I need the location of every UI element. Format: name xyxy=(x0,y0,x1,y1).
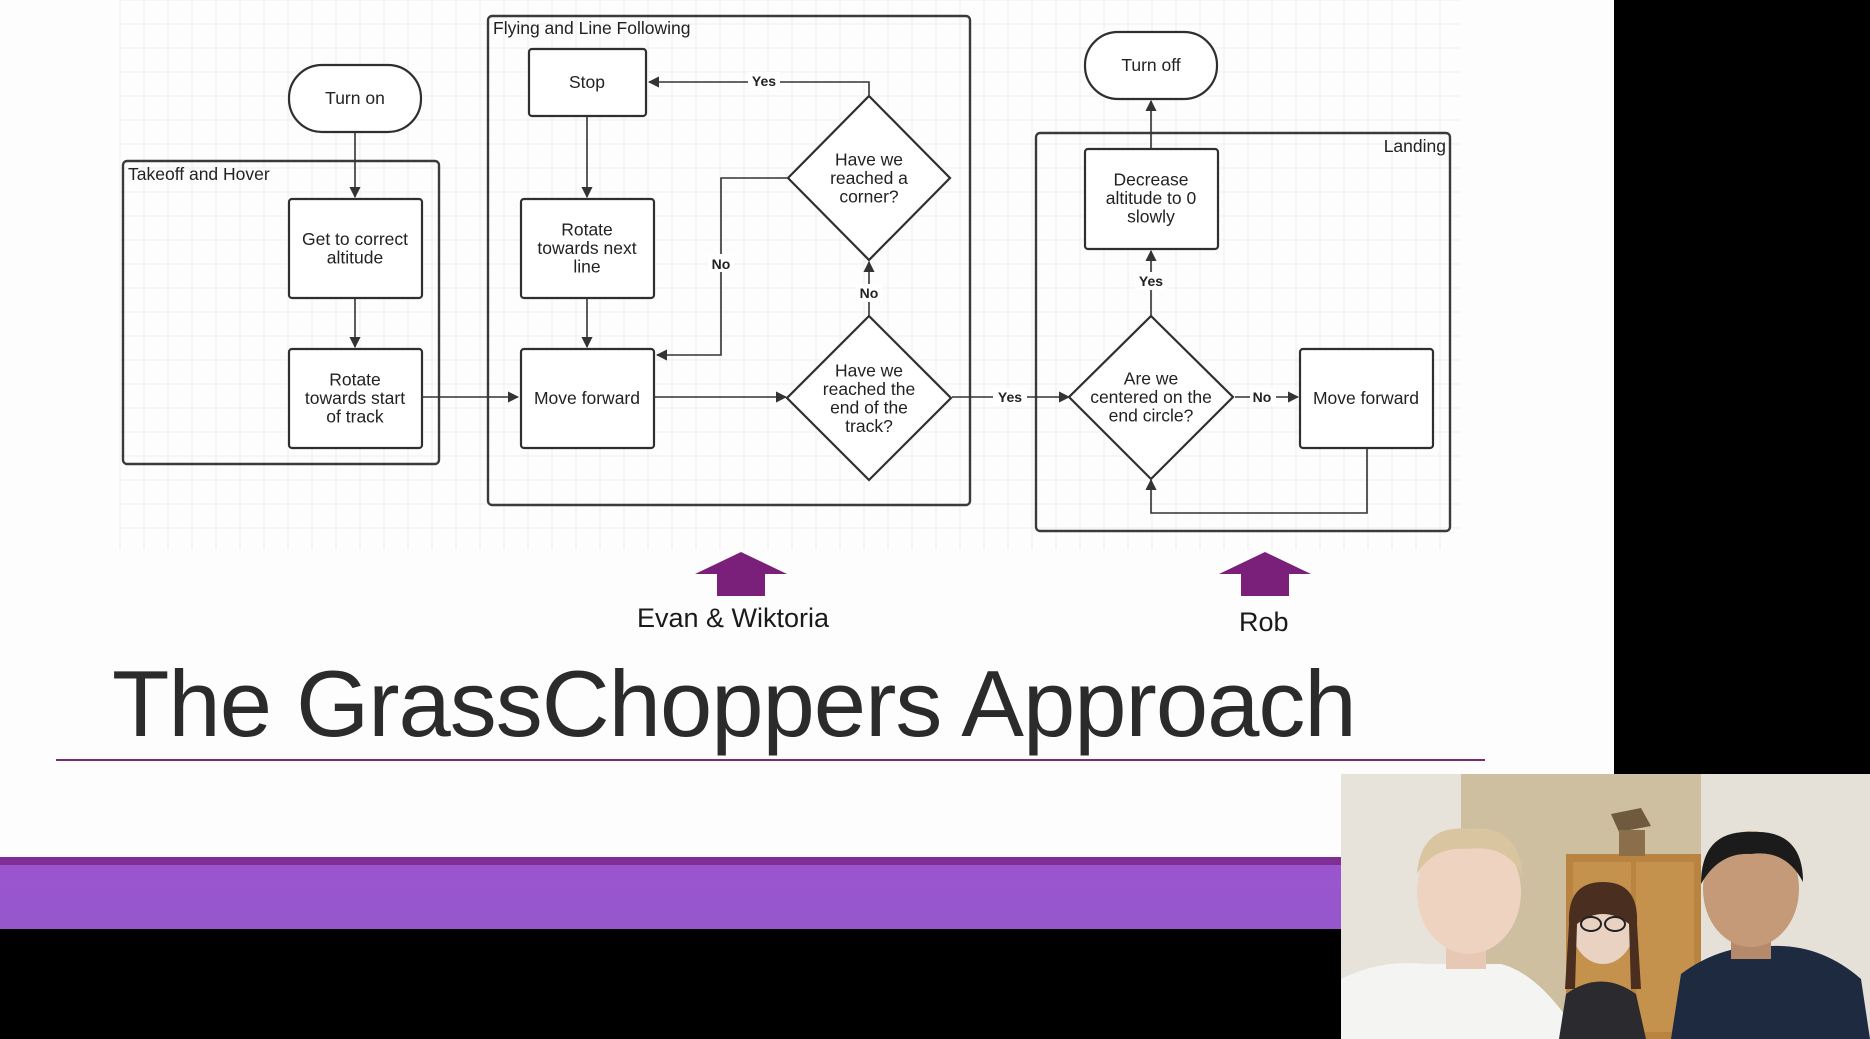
node-label-line: end circle? xyxy=(1109,406,1194,426)
node-label-stop: Stop xyxy=(569,72,605,92)
edge-label-corner-no: No xyxy=(712,256,731,272)
group-takeoff-and-hover: Takeoff and Hover xyxy=(121,159,441,466)
node-move-forward-landing: Move forward xyxy=(1298,347,1435,450)
group-flying-and-line-following: Flying and Line Following xyxy=(486,14,972,507)
edge-label-end-yes: Yes xyxy=(998,389,1022,405)
node-label-turn-on: Turn on xyxy=(325,88,385,108)
node-label-line: corner? xyxy=(839,187,899,207)
group-label-flying: Flying and Line Following xyxy=(493,18,690,38)
node-label-line: Move forward xyxy=(534,388,640,408)
presenter-label-rob: Rob xyxy=(1239,607,1289,637)
node-label-line: Turn on xyxy=(325,88,385,108)
presenter-label-evan-wiktoria: Evan & Wiktoria xyxy=(637,603,830,633)
node-label-line: reached a xyxy=(830,168,908,188)
node-label-line: centered on the xyxy=(1090,387,1212,407)
edge-label-end-no: No xyxy=(860,285,879,301)
edge-label-centered-no: No xyxy=(1253,389,1272,405)
node-label-line: Have we xyxy=(835,360,903,380)
up-arrow-icon xyxy=(695,552,787,596)
slide: Takeoff and Hover Flying and Line Follow… xyxy=(0,0,1614,929)
node-turn-on: Turn on xyxy=(287,63,423,134)
edge-label-corner-yes: Yes xyxy=(752,73,776,89)
webcam-image xyxy=(1341,774,1870,1039)
node-label-line: track? xyxy=(845,416,893,436)
node-label-line: Get to correct xyxy=(302,229,408,249)
node-label-line: Decrease xyxy=(1114,170,1189,190)
up-arrow-icon xyxy=(1219,552,1311,596)
node-stop: Stop xyxy=(527,47,648,118)
node-label-line: reached the xyxy=(823,379,915,399)
node-label-line: altitude to 0 xyxy=(1106,188,1197,208)
group-label-landing: Landing xyxy=(1384,136,1446,156)
node-turn-off: Turn off xyxy=(1083,30,1219,101)
node-label-move-forward-2: Move forward xyxy=(1313,388,1419,408)
group-landing: Landing xyxy=(1034,131,1452,533)
node-label-line: towards start xyxy=(305,388,405,408)
node-label-line: line xyxy=(573,257,600,277)
node-label-line: altitude xyxy=(327,247,383,267)
node-label-line: Stop xyxy=(569,72,605,92)
edge-corner-yes-to-stop xyxy=(647,76,870,95)
node-move-forward-flying: Move forward xyxy=(519,347,656,450)
edge-label-centered-yes: Yes xyxy=(1139,273,1163,289)
node-label-line: Are we xyxy=(1124,369,1178,389)
node-label-line: Turn off xyxy=(1121,55,1180,75)
node-label-line: slowly xyxy=(1127,207,1175,227)
node-label-line: of track xyxy=(326,407,384,427)
node-label-line: end of the xyxy=(830,397,908,417)
title-underline xyxy=(56,759,1485,761)
node-label-line: Rotate xyxy=(561,220,613,240)
node-label-line: Have we xyxy=(835,150,903,170)
node-label-move-forward-1: Move forward xyxy=(534,388,640,408)
slide-title: The GrassChoppers Approach xyxy=(112,651,1357,756)
flowchart: Takeoff and Hover Flying and Line Follow… xyxy=(119,0,1460,550)
node-label-turn-off: Turn off xyxy=(1121,55,1180,75)
node-label-line: towards next xyxy=(537,238,636,258)
node-label-line: Move forward xyxy=(1313,388,1419,408)
node-label-line: Rotate xyxy=(329,370,381,390)
webcam-video xyxy=(1341,774,1870,1039)
group-label-takeoff: Takeoff and Hover xyxy=(128,164,270,184)
edge-move-forward-loop-to-centered xyxy=(1145,449,1368,514)
edge-labels: Yes No No Yes Yes No xyxy=(708,72,1276,406)
